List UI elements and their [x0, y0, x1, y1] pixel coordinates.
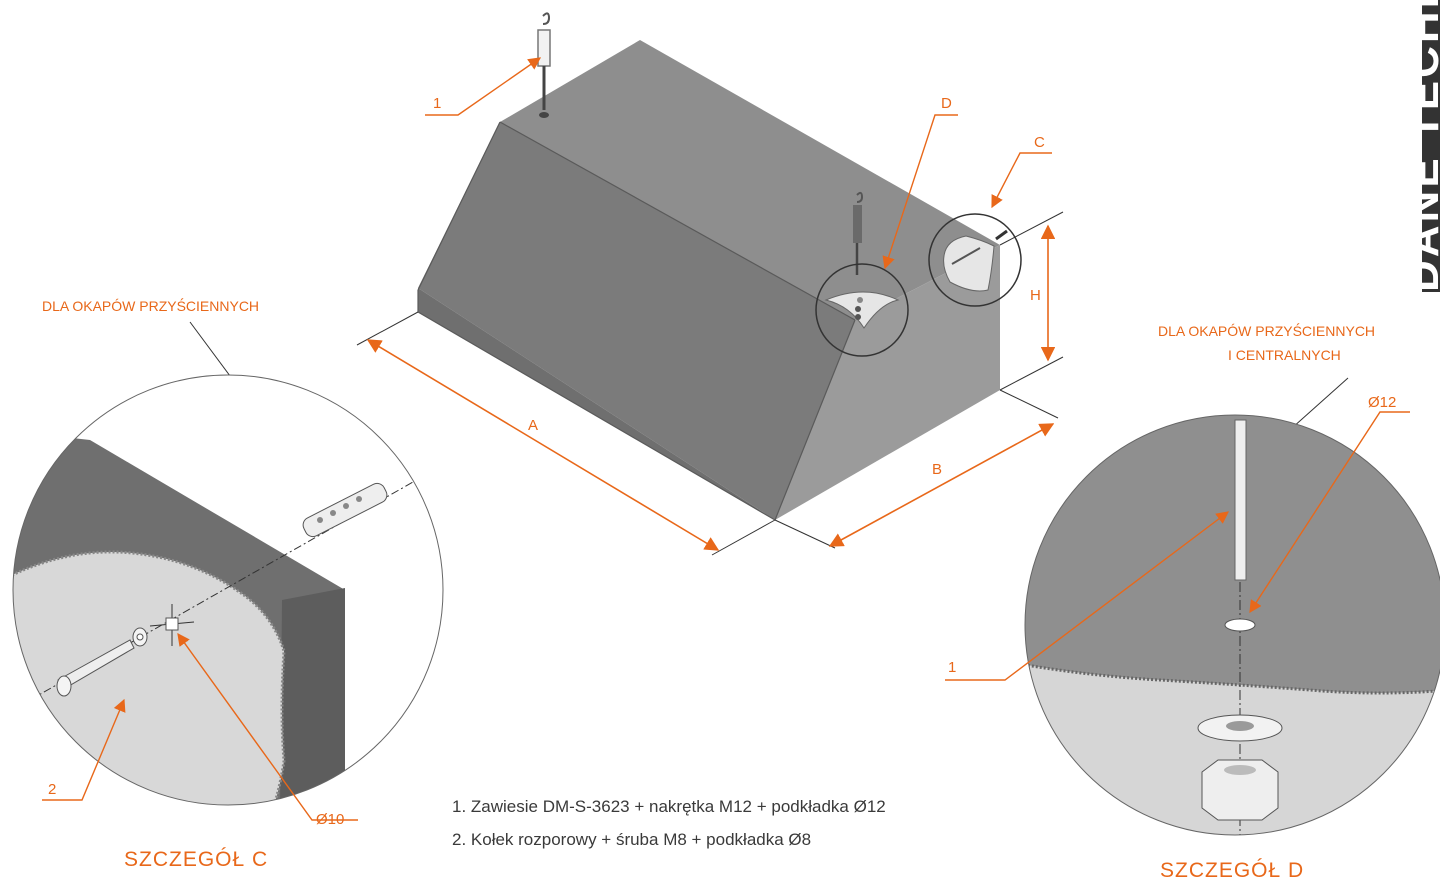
detail-c-caption: DLA OKAPÓW PRZYŚCIENNYCH — [42, 297, 259, 314]
side-tab-label: DANE TECHN — [1399, 0, 1440, 292]
hood-front-face — [418, 122, 855, 520]
detail-d-tag: D — [941, 95, 952, 112]
legend-item-1: 1. Zawiesie DM-S-3623 + nakrętka M12 + p… — [452, 797, 886, 816]
wall-anchor-icon — [302, 482, 388, 538]
dimension-a-label: A — [528, 417, 538, 434]
detail-c-title: SZCZEGÓŁ C — [124, 848, 268, 871]
detail-d-view: DLA OKAPÓW PRZYŚCIENNYCH I CENTRALNYCH — [945, 322, 1440, 882]
legend: 1. Zawiesie DM-S-3623 + nakrętka M12 + p… — [452, 797, 886, 849]
washer-icon — [1197, 714, 1283, 742]
hanger-rod-icon-2 — [853, 191, 864, 275]
side-tab: DANE TECHN — [1399, 0, 1440, 292]
detail-c-tag: C — [1034, 134, 1045, 151]
detail-d-caption-line1: DLA OKAPÓW PRZYŚCIENNYCH — [1158, 322, 1375, 339]
hood-top-face — [500, 40, 1000, 320]
hood-isometric-view: A B H 1 D C — [356, 12, 1064, 556]
threaded-rod-icon — [1234, 419, 1247, 581]
hole-diameter-d-label: Ø12 — [1368, 394, 1396, 411]
legend-item-2: 2. Kołek rozporowy + śruba M8 + podkładk… — [452, 830, 811, 849]
detail-d-caption-line2: I CENTRALNYCH — [1228, 347, 1341, 363]
dimension-h-label: H — [1030, 287, 1041, 304]
dimension-b-arrow — [828, 423, 1055, 547]
detail-c-marker — [928, 213, 1022, 307]
anchor-label: 2 — [48, 781, 56, 798]
screw-icon — [56, 627, 148, 697]
detail-d-marker — [815, 263, 909, 357]
hole-diameter-c-label: Ø10 — [316, 811, 344, 828]
dimension-b-label: B — [932, 461, 942, 478]
hanger-label: 1 — [433, 95, 441, 112]
hanger-rod-icon — [537, 12, 551, 118]
detail-c-view: DLA OKAPÓW PRZYŚCIENNYCH — [12, 297, 444, 871]
rod-label: 1 — [948, 659, 956, 676]
hex-nut-icon — [1201, 759, 1279, 821]
dimension-a-arrow — [366, 339, 720, 551]
detail-d-title: SZCZEGÓŁ D — [1160, 859, 1304, 882]
